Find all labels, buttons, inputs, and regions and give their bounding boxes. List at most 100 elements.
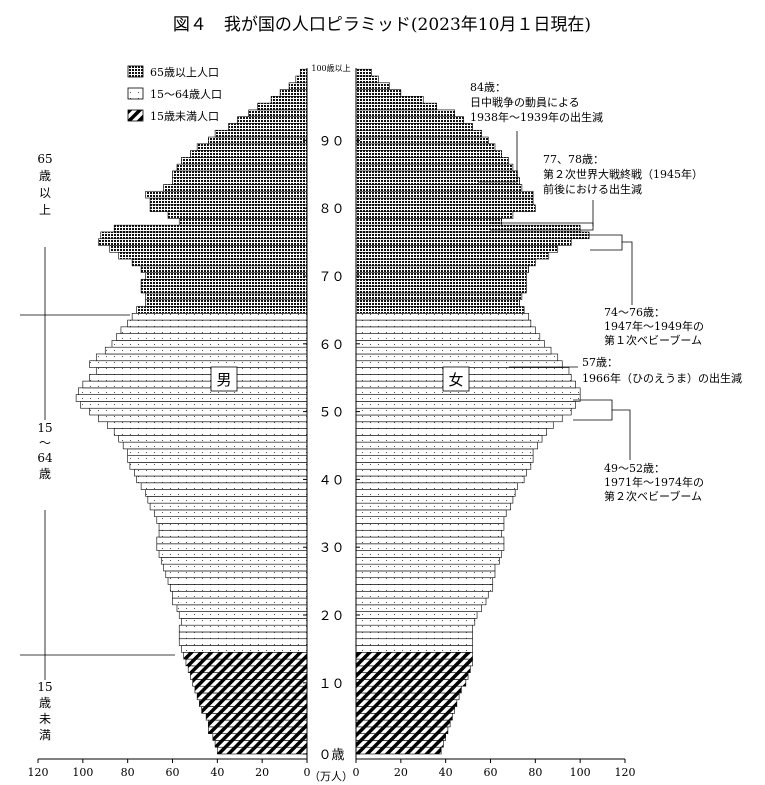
- female-bar: [355, 116, 464, 124]
- female-bar: [355, 89, 402, 97]
- annotation-49-line: 第２次ベビーブーム: [604, 489, 702, 503]
- age-tick-label: ２０: [318, 609, 344, 624]
- female-bar: [355, 204, 536, 212]
- female-bar: [355, 190, 534, 199]
- female-bar: [355, 570, 496, 579]
- female-bar: [355, 733, 446, 741]
- annotation-57: 57歳： 1966年（ひのえうま）の出生減: [509, 356, 742, 385]
- male-bar: [176, 604, 308, 612]
- annotation-49-line: 1971年～1974年の: [604, 475, 704, 489]
- female-bar: [355, 224, 581, 233]
- x-tick-label-right: 100: [570, 766, 591, 779]
- age-group-65plus-line: 65: [37, 152, 52, 166]
- male-bar: [145, 272, 308, 280]
- x-tick-label-left: 40: [210, 766, 224, 779]
- male-bar: [208, 136, 308, 145]
- male-bars: [75, 68, 308, 755]
- female-bar: [355, 496, 514, 504]
- male-bar: [295, 75, 308, 84]
- annotation-74-leader: [622, 241, 633, 305]
- male-bar: [127, 448, 308, 456]
- female-label-box: [442, 366, 470, 392]
- female-bar: [355, 435, 543, 443]
- female-bar: [355, 279, 527, 287]
- male-bar: [201, 706, 308, 714]
- female-bar: [355, 631, 473, 640]
- female-bar: [355, 740, 444, 748]
- legend: 65歳以上人口 15～64歳人口 15歳未満人口: [127, 65, 222, 123]
- male-bar: [149, 502, 308, 511]
- female-bar: [355, 163, 514, 172]
- female-bar: [355, 326, 536, 334]
- female-bar: [355, 75, 379, 84]
- female-bar: [355, 577, 494, 585]
- age-group-65plus: 65 歳 以 上: [37, 152, 52, 217]
- male-bar: [127, 319, 308, 328]
- female-bar: [355, 462, 532, 470]
- annotation-77-leader: [490, 222, 594, 231]
- male-bar: [183, 651, 308, 660]
- male-bar: [172, 590, 308, 599]
- male-bar: [185, 658, 308, 667]
- male-bar: [134, 468, 308, 477]
- female-bar: [355, 251, 550, 260]
- annotation-84: 84歳： 日中戦争の動員による 1938年～1939年の出生減: [470, 81, 603, 183]
- male-bar: [136, 475, 308, 484]
- female-bar: [355, 258, 536, 267]
- age-group-65plus-line: 歳: [39, 169, 51, 183]
- annotation-84-line: 日中戦争の動員による: [470, 95, 580, 109]
- female-bar: [355, 428, 547, 436]
- age-group-65plus-line: 以: [39, 186, 51, 200]
- male-bar: [78, 387, 308, 395]
- age-tick-label: ６０: [318, 338, 344, 353]
- female-bar: [355, 509, 507, 518]
- female-bar: [355, 441, 538, 450]
- female-bar: [355, 245, 559, 253]
- female-bar: [355, 685, 462, 694]
- male-bar: [248, 109, 308, 117]
- legend-swatch-under15: [127, 109, 144, 122]
- female-bar: [355, 353, 559, 362]
- age-group-15to64-line: 歳: [39, 467, 51, 481]
- male-bar: [131, 258, 308, 267]
- male-bar: [156, 536, 308, 545]
- female-bar: [355, 143, 496, 151]
- female-bar: [355, 109, 455, 117]
- age-tick-label: １０: [318, 677, 344, 692]
- male-bar: [145, 190, 308, 199]
- female-bar: [355, 231, 590, 240]
- male-bar: [116, 333, 308, 341]
- female-bar: [355, 448, 534, 456]
- female-bar: [355, 407, 572, 416]
- annotation-49-line: 49～52歳：: [604, 462, 665, 475]
- female-bar: [355, 129, 482, 138]
- female-bar: [355, 618, 476, 626]
- male-bar: [131, 312, 308, 321]
- age-group-under15: 15 歳 未 満: [37, 680, 52, 742]
- male-bar: [187, 665, 308, 673]
- male-bar: [192, 679, 308, 687]
- male-bar: [140, 265, 308, 273]
- legend-swatch-65plus: [127, 65, 144, 78]
- male-bar: [205, 713, 308, 721]
- male-bar: [158, 529, 308, 538]
- female-bar: [355, 401, 576, 409]
- male-bar: [270, 96, 308, 104]
- male-bar: [167, 211, 308, 219]
- female-bar: [355, 638, 473, 646]
- female-bar: [355, 604, 482, 612]
- female-bar: [355, 177, 520, 185]
- female-bar: [355, 502, 511, 511]
- age-tick-label: ７０: [318, 270, 344, 285]
- male-bar: [136, 306, 308, 314]
- female-bar: [355, 543, 505, 551]
- annotation-77-line: 77、78歳：: [543, 153, 604, 166]
- male-bar: [109, 245, 308, 253]
- male-bar: [194, 685, 308, 694]
- female-bar: [355, 68, 372, 77]
- male-bar: [196, 143, 308, 151]
- age-group-65plus-line: 上: [39, 203, 51, 217]
- female-bar: [355, 475, 525, 484]
- age-group-15to64-line: 64: [37, 451, 53, 465]
